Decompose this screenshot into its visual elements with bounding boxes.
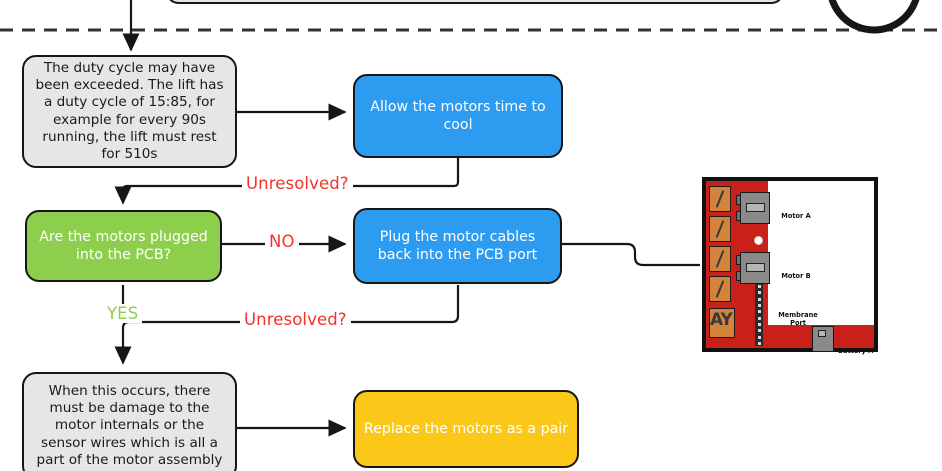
pcb-corner-text: AY (710, 310, 733, 330)
pcb-membrane-port-label-text: Membrane Port (778, 311, 818, 328)
node-replace-motors-label: Replace the motors as a pair (363, 420, 569, 437)
node-duty-cycle: The duty cycle may have been exceeded. T… (22, 55, 237, 168)
node-duty-cycle-label: The duty cycle may have been exceeded. T… (35, 59, 224, 162)
pcb-battery-a-label-text: Battery A (838, 347, 874, 356)
node-allow-cool-label: Allow the motors time to cool (370, 98, 546, 133)
pcb-indicator-dot (754, 236, 763, 245)
node-plug-cables-label: Plug the motor cables back into the PCB … (377, 228, 538, 263)
pcb-motor-b-label-text: Motor B (781, 272, 811, 281)
node-motors-plugged-label: Are the motors plugged into the PCB? (39, 228, 208, 263)
pcb-corner-text-value: AY (710, 310, 733, 330)
edge-label-unresolved-1: Unresolved? (242, 174, 353, 193)
circle-node-clipped (828, 0, 920, 34)
pcb-motor-a-connector-inner (746, 203, 765, 212)
pcb-motor-b-pin-bottom (736, 271, 741, 281)
edge-label-yes-text: YES (107, 304, 139, 323)
pcb-battery-connector-inner (818, 330, 826, 337)
node-alarm-clipped-label: audible alarm will repeat 4 beeps (0.25s… (307, 0, 642, 1)
node-allow-cool: Allow the motors time to cool (353, 74, 563, 158)
edge-label-yes: YES (103, 304, 143, 323)
pcb-motor-a-pin-bottom (736, 211, 741, 221)
pcb-battery-connector (812, 326, 834, 352)
node-alarm-clipped: audible alarm will repeat 4 beeps (0.25s… (165, 0, 785, 4)
pcb-battery-a-label: Battery A (838, 339, 878, 355)
pcb-membrane-pin-strip (755, 284, 763, 346)
node-motors-plugged: Are the motors plugged into the PCB? (25, 210, 222, 282)
pcb-motor-a-label-text: Motor A (781, 212, 811, 221)
path-plug-to-pcb (561, 242, 700, 267)
pcb-motor-a-pin-top (736, 195, 741, 205)
pcb-membrane-port-label: Membrane Port (772, 303, 824, 328)
node-replace-motors: Replace the motors as a pair (353, 390, 579, 468)
pcb-motor-b-connector-inner (746, 263, 765, 272)
pcb-motor-a-label: Motor A (778, 204, 814, 220)
edge-label-no: NO (265, 232, 299, 251)
pcb-motor-b-pin-top (736, 255, 741, 265)
edge-label-unresolved-1-text: Unresolved? (246, 174, 349, 193)
edge-label-unresolved-2-text: Unresolved? (244, 310, 347, 329)
edge-label-unresolved-2: Unresolved? (240, 310, 351, 329)
node-motor-damage-label: When this occurs, there must be damage t… (36, 382, 223, 468)
node-motor-damage: When this occurs, there must be damage t… (22, 372, 237, 471)
edge-label-no-text: NO (269, 232, 295, 251)
pcb-connector-5 (709, 308, 735, 338)
node-plug-cables: Plug the motor cables back into the PCB … (353, 208, 562, 284)
pcb-motor-b-label: Motor B (778, 264, 814, 280)
